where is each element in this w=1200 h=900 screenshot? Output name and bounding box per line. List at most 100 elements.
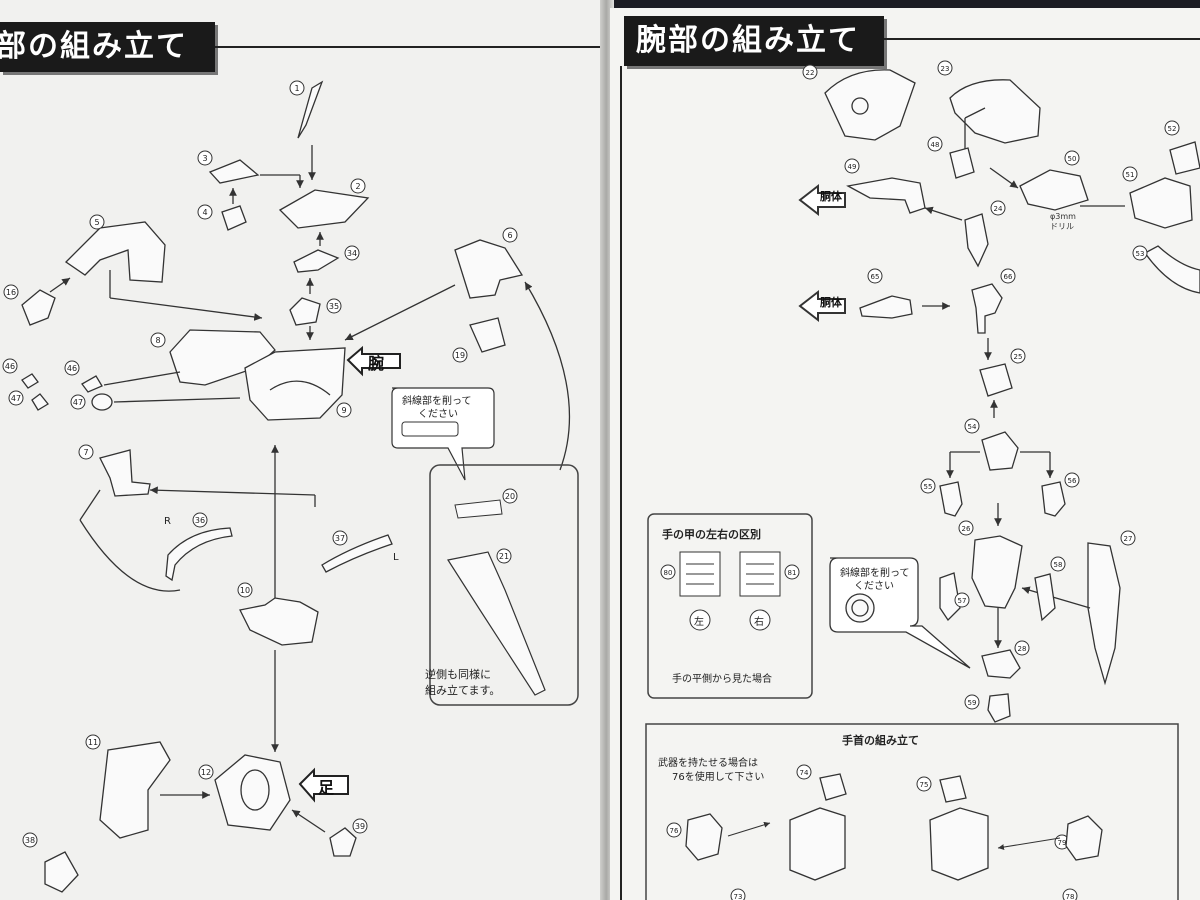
part-number: 34 (347, 249, 357, 258)
part-number: 4 (202, 208, 207, 217)
part-2-shape (278, 189, 370, 229)
right-instruction-page: 腕部の組み立て (610, 8, 1200, 900)
part-number: 2 (355, 182, 360, 191)
part-number: 1 (294, 84, 299, 93)
part-36-shape (165, 527, 233, 582)
hand-box-title: 手の甲の左右の区別 (662, 528, 761, 541)
part-59-shape (987, 693, 1011, 723)
right-assembly-diagram: 22 23 48 49 50 51 52 53 24 65 66 25 54 5… (645, 60, 1200, 900)
part-number: 46 (5, 362, 15, 371)
part-number: 19 (455, 351, 465, 360)
wrist-box-frame (645, 723, 1179, 900)
wrist-box-title: 手首の組み立て (842, 734, 919, 747)
part-number: 39 (355, 822, 365, 831)
part-54-shape (981, 431, 1019, 471)
part-number: 16 (6, 288, 16, 297)
part-38-shape (44, 851, 79, 893)
callout-2-line2: ください (854, 581, 894, 592)
arm-arrow-tag (346, 345, 401, 377)
body-arrow-1 (798, 183, 846, 217)
part-55-shape (939, 481, 963, 517)
part-number: 50 (1068, 155, 1077, 163)
part-10-shape (239, 597, 319, 646)
part-11-shape (99, 741, 171, 839)
part-28-shape (981, 649, 1021, 679)
arm-tag-label: 腕 (368, 354, 385, 373)
header-rule (884, 38, 1200, 40)
part-number: 55 (924, 483, 933, 491)
part-number: 47 (11, 394, 21, 403)
part-number: 73 (734, 893, 743, 900)
part-number: 57 (958, 597, 967, 605)
part-number: 76 (670, 827, 679, 835)
part-39-shape (329, 827, 357, 857)
part-number: 78 (1066, 893, 1075, 900)
part-65-shape (859, 295, 913, 319)
part-number: 75 (920, 781, 929, 789)
part-number: 12 (201, 768, 211, 777)
wrist-assembly-right (929, 807, 989, 881)
part-number: 38 (25, 836, 35, 845)
part-number: 22 (806, 69, 815, 77)
part-56-shape (1041, 481, 1066, 517)
left-assembly-diagram: 1 2 3 4 5 6 8 9 7 10 11 12 16 19 20 21 3… (2, 80, 579, 893)
part-number: 54 (968, 423, 977, 431)
part-number: 24 (994, 205, 1003, 213)
left-instruction-page: 部の組み立て (0, 0, 606, 900)
callout-2-line1: 斜線部を削って (840, 568, 910, 579)
callout-bubble (391, 387, 495, 481)
right-page-title: 腕部の組み立て (624, 16, 884, 66)
callout-note-line1: 斜線部を削って (402, 396, 472, 407)
part-number: 20 (505, 492, 515, 501)
part-19-shape (469, 317, 506, 353)
part-16-shape (21, 289, 56, 326)
part-number: 49 (848, 163, 857, 171)
part-number: 36 (195, 516, 205, 525)
part-number: 27 (1124, 535, 1133, 543)
part-number: 79 (1058, 839, 1067, 847)
wrist-assembly-left (789, 807, 846, 881)
part-number: 74 (800, 769, 809, 777)
body-arrow-2 (798, 289, 846, 323)
side-label-l: L (393, 552, 399, 563)
part-number: 53 (1136, 250, 1145, 258)
part-66-shape (971, 283, 1003, 334)
part-27-shape (1087, 542, 1121, 686)
part-number: 23 (941, 65, 950, 73)
part-23-shape (949, 79, 1041, 144)
hand-left-label: 左 (694, 617, 704, 628)
leg-arrow-tag (298, 767, 349, 803)
part-35-shape (289, 297, 321, 326)
part-49-shape (846, 177, 926, 214)
part-34-shape (293, 249, 340, 273)
part-number: 51 (1126, 171, 1135, 179)
part-26-shape (971, 535, 1023, 609)
part-22-shape (824, 69, 916, 141)
part-number: 5 (94, 218, 99, 227)
part-number: 7 (83, 448, 88, 457)
wrist-note-line2: 76を使用して下さい (672, 772, 765, 783)
part-number: 66 (1004, 273, 1013, 281)
part-number: 28 (1018, 645, 1027, 653)
part-4-shape (221, 205, 247, 231)
handwritten-drill-note: φ3mm ドリル (1050, 212, 1076, 231)
part-number: 48 (931, 141, 940, 149)
body-tag-1: 胴体 (820, 190, 842, 203)
part-1-shape (297, 80, 324, 139)
hand-box-caption: 手の平側から見た場合 (672, 674, 772, 685)
leg-tag-label: 足 (318, 778, 335, 797)
part-50-shape (1019, 169, 1089, 211)
part-25-shape (979, 363, 1013, 397)
part-number: 6 (507, 231, 512, 240)
box-note-line1: 逆側も同様に (425, 668, 491, 681)
part-number: 58 (1054, 561, 1063, 569)
hand-right-label: 右 (754, 617, 764, 628)
hand-box-frame (647, 513, 813, 699)
part-80-number: 80 (664, 569, 673, 577)
part-9-shape (244, 347, 346, 421)
wrist-note-line1: 武器を持たせる場合は (658, 758, 758, 769)
part-number: 9 (341, 406, 346, 415)
part-37-shape (321, 534, 393, 573)
side-label-r: R (164, 516, 171, 527)
part-3-shape (208, 159, 260, 184)
